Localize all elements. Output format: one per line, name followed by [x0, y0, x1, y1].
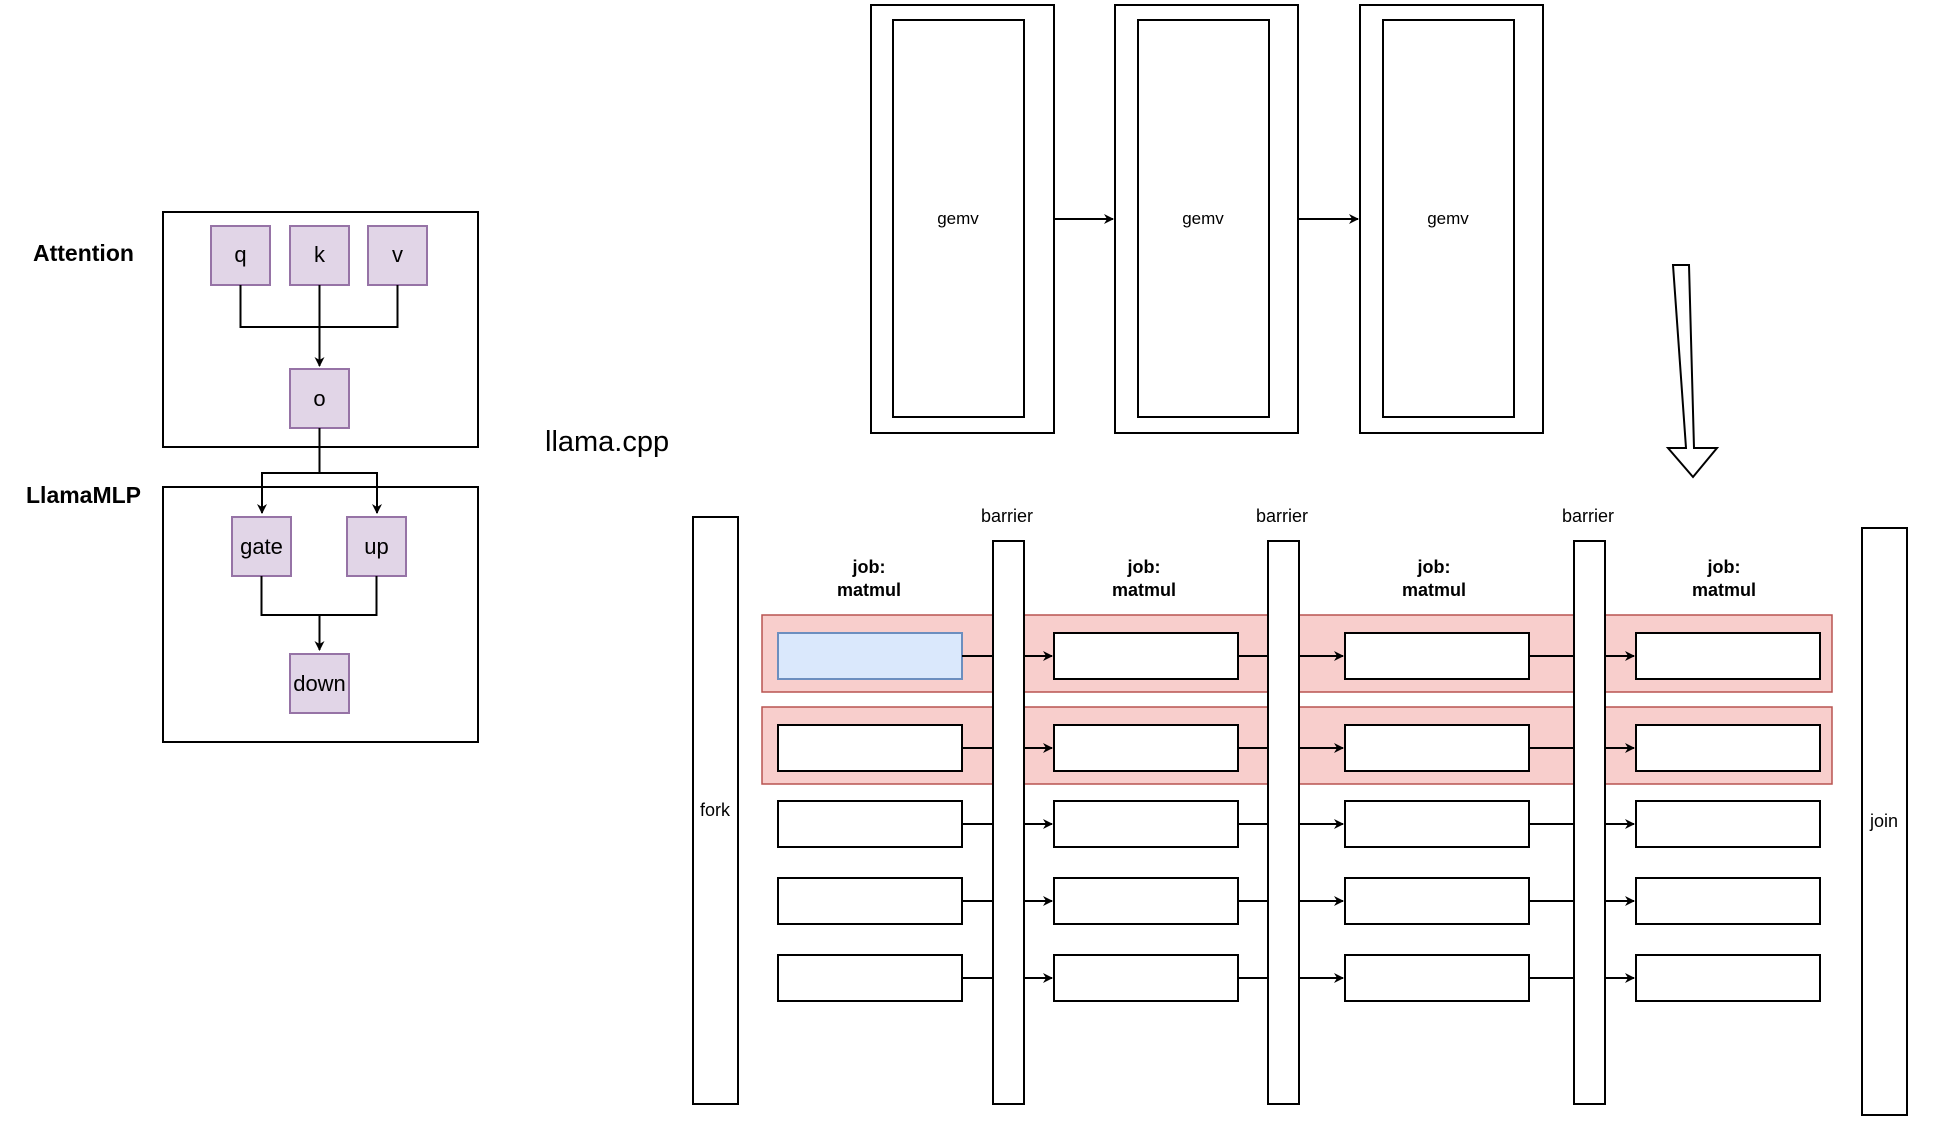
gemv-chain: gemv gemv gemv [870, 4, 1544, 434]
barrier-bars [992, 540, 1606, 1105]
node-q-label: q [234, 242, 246, 267]
attention-label: Attention [33, 240, 134, 266]
thread-task-cell[interactable] [1053, 954, 1239, 1002]
thread-task-cell[interactable] [1635, 724, 1821, 772]
thread-task-cell[interactable] [1635, 954, 1821, 1002]
thread-task-cell[interactable] [1053, 877, 1239, 925]
transform-arrow-shape [1665, 264, 1720, 479]
join-label: join [1869, 811, 1898, 831]
barrier-bar[interactable] [992, 540, 1025, 1105]
thread-task-cell[interactable] [1344, 800, 1530, 848]
gate-up-to-down-connector [260, 576, 378, 650]
node-down[interactable] [289, 653, 350, 714]
barrier-label-2: barrier [1256, 506, 1308, 526]
barrier-label-3: barrier [1562, 506, 1614, 526]
thread-rows [777, 632, 1821, 1002]
o-to-gate-connector [257, 428, 321, 514]
gemv-block-inner-1 [892, 19, 1025, 418]
job-label-1-line1: job: [852, 557, 886, 577]
thread-task-cell[interactable] [1344, 632, 1530, 680]
thread-task-cell[interactable] [777, 954, 963, 1002]
threadpool-diagram: fork join job: matmul job: matmul job: m… [692, 506, 1908, 1116]
gemv-label-1: gemv [937, 209, 979, 228]
mlp-container [162, 486, 479, 743]
qkv-to-o-connector [239, 285, 399, 366]
job-label-4-line1: job: [1707, 557, 1741, 577]
thread-task-cell[interactable] [1053, 632, 1239, 680]
gemv-block-inner-3 [1382, 19, 1515, 418]
node-o-label: o [313, 386, 325, 411]
node-v[interactable] [367, 225, 428, 286]
gemv-block-outer-3[interactable] [1359, 4, 1544, 434]
job-label-2-line1: job: [1127, 557, 1161, 577]
gemv-label-3: gemv [1427, 209, 1469, 228]
job-label-2-line2: matmul [1112, 580, 1176, 600]
thread-task-cell[interactable] [1344, 954, 1530, 1002]
node-up-label: up [364, 534, 388, 559]
node-up[interactable] [346, 516, 407, 577]
node-down-label: down [293, 671, 346, 696]
thread-task-cell[interactable] [777, 724, 963, 772]
gemv-label-2: gemv [1182, 209, 1224, 228]
barrier-bar[interactable] [1573, 540, 1606, 1105]
thread-task-cell-active[interactable] [777, 632, 963, 680]
join-bar[interactable] [1861, 527, 1908, 1116]
framework-label: llama.cpp [545, 426, 669, 458]
mlp-label: LlamaMLP [26, 482, 141, 508]
model-structure: Attention q k v o LlamaMLP gate up down [26, 211, 479, 743]
job-label-1-line2: matmul [837, 580, 901, 600]
fork-bar[interactable] [692, 516, 739, 1105]
thread-task-cell[interactable] [1635, 877, 1821, 925]
fork-label: fork [700, 800, 731, 820]
thread-task-cell[interactable] [1053, 724, 1239, 772]
thread-task-cell[interactable] [1344, 877, 1530, 925]
o-to-up-connector [319, 472, 382, 514]
thread-task-cell[interactable] [1053, 800, 1239, 848]
node-o[interactable] [289, 368, 350, 429]
job-label-3-line1: job: [1417, 557, 1451, 577]
barrier-bar[interactable] [1267, 540, 1300, 1105]
job-label-4-line2: matmul [1692, 580, 1756, 600]
thread-task-cell[interactable] [777, 800, 963, 848]
node-v-label: v [392, 242, 403, 267]
node-k-label: k [314, 242, 326, 267]
job-label-3-line2: matmul [1402, 580, 1466, 600]
node-gate-label: gate [240, 534, 283, 559]
gemv-block-inner-2 [1137, 19, 1270, 418]
thread-task-cell[interactable] [1344, 724, 1530, 772]
thread-task-cell[interactable] [1635, 800, 1821, 848]
barrier-label-1: barrier [981, 506, 1033, 526]
thread-task-cell[interactable] [1635, 632, 1821, 680]
thread-task-cell[interactable] [777, 877, 963, 925]
